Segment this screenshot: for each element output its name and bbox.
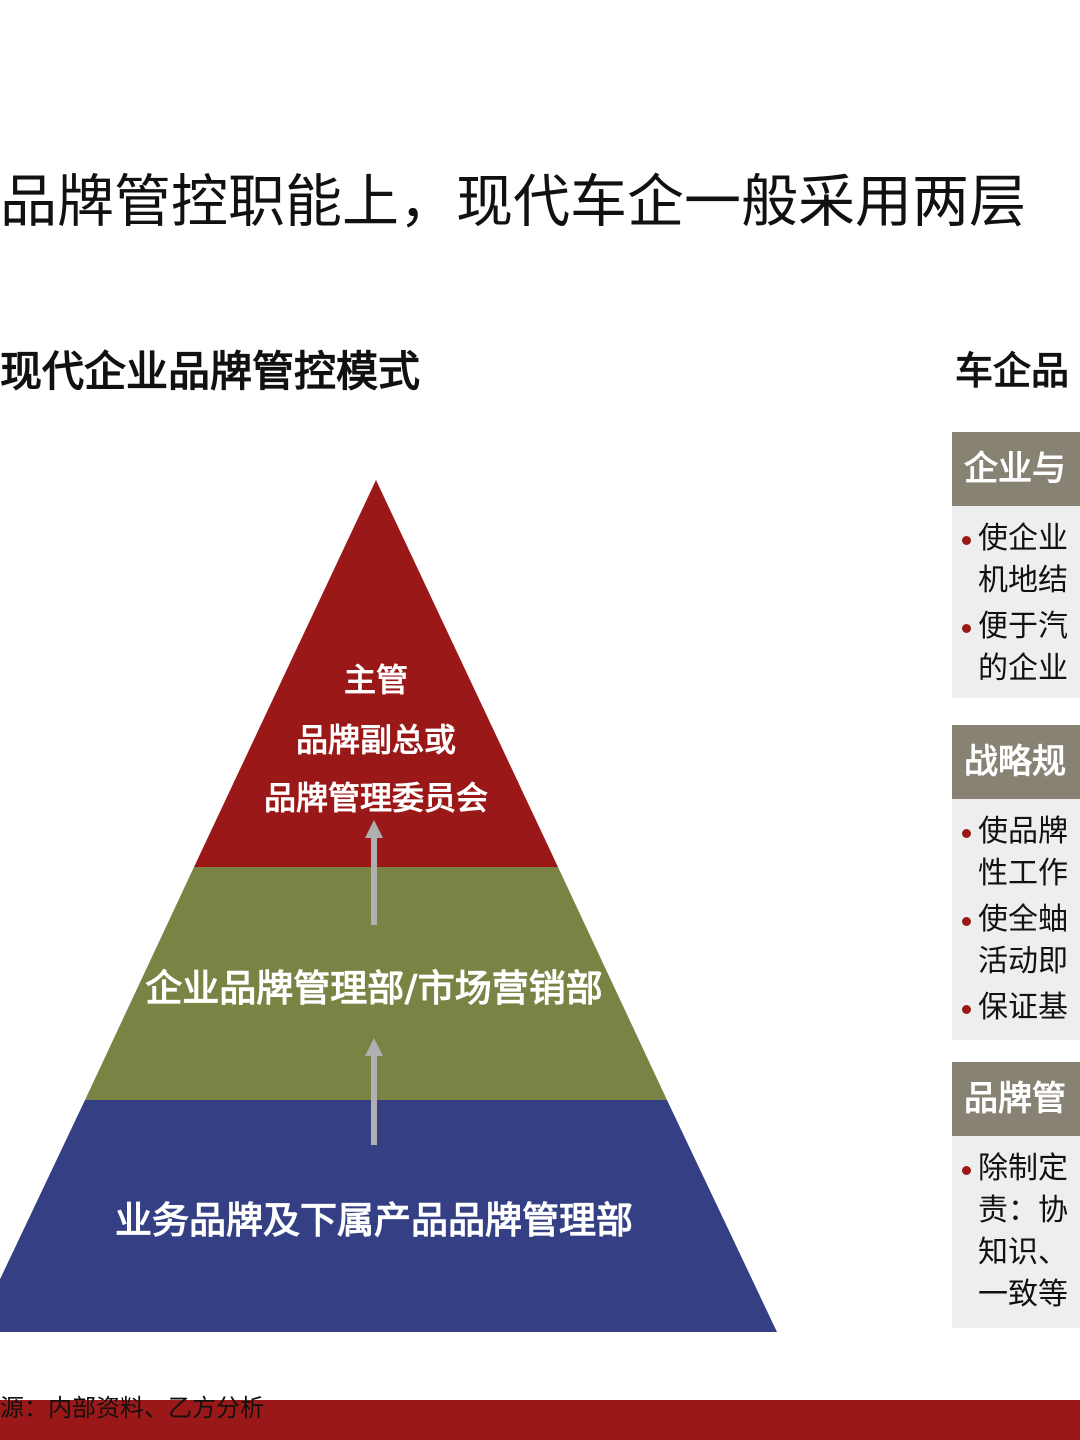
bullet: 使品牌性工作: [960, 811, 1080, 895]
panel-header: 品牌管: [952, 1062, 1080, 1136]
source-note: 源：内部资料、乙方分析: [0, 1394, 264, 1422]
bullet: 使企业机地结: [960, 518, 1080, 602]
footer-bar: [0, 1400, 1080, 1440]
top-tier-line: 品牌管理委员会: [263, 779, 489, 817]
arrow-up-icon: [365, 1038, 383, 1145]
right-heading: 车企品: [955, 349, 1070, 393]
pyramid-top-tier: [194, 480, 558, 867]
bullet: 保证基: [960, 987, 1080, 1029]
top-tier-line: 品牌副总或: [295, 721, 457, 759]
top-tier-line: 主管: [343, 661, 409, 699]
bullet: 使全蚰活动即: [960, 899, 1080, 983]
panel-header: 企业与: [952, 432, 1080, 506]
pyramid-middle-tier: [85, 867, 667, 1100]
left-heading: 现代企业品牌管控模式: [0, 347, 421, 396]
slide-title: 品牌管控职能上，现代车企一般采用两层: [0, 169, 1026, 235]
bottom-tier-label: 业务品牌及下属产品品牌管理部: [115, 1199, 633, 1242]
pyramid-diagram: [0, 480, 777, 1332]
arrow-up-icon: [365, 820, 383, 925]
panel-enterprise: 企业与 使企业机地结 便于汽的企业: [952, 432, 1080, 698]
middle-tier-label: 企业品牌管理部/市场营销部: [145, 967, 603, 1010]
bullet: 除制定责：协知识、一致等: [960, 1148, 1080, 1316]
bullet: 便于汽的企业: [960, 606, 1080, 690]
panel-strategy: 战略规 使品牌性工作 使全蚰活动即 保证基: [952, 725, 1080, 1040]
panel-brand-management: 品牌管 除制定责：协知识、一致等: [952, 1062, 1080, 1328]
panel-header: 战略规: [952, 725, 1080, 799]
pyramid-bottom-tier: [0, 1100, 777, 1332]
